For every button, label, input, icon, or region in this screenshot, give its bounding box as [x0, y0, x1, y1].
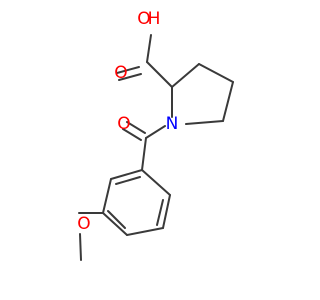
- bond-oh-c: [146, 34, 152, 63]
- bond-cbeta-cgamma: [198, 63, 234, 83]
- atom-label-hydrogen: H: [148, 9, 161, 29]
- bond-omethoxy-ch3: [79, 233, 82, 261]
- bond-ar-4-inner: [107, 210, 126, 229]
- bond-n-carbonyl: [145, 125, 166, 139]
- bond-ar-1: [141, 169, 171, 196]
- atom-label-oxygen: O: [117, 114, 130, 134]
- atom-label-oxygen: O: [77, 214, 90, 234]
- bonds: [78, 34, 234, 261]
- bond-amide-double-1: [126, 121, 146, 134]
- structure-diagram: O H O N O O: [77, 9, 234, 261]
- bond-ar-4: [102, 212, 128, 236]
- atom-label-nitrogen: N: [166, 114, 179, 134]
- molecule-canvas: O H O N O O: [77, 9, 234, 261]
- bond-cooh-calpha: [146, 61, 173, 88]
- bond-carbonyl-ring: [141, 137, 147, 171]
- bond-cooh-double-2: [118, 73, 142, 81]
- atom-label-oxygen: O: [137, 9, 150, 29]
- bond-ar-2-inner: [156, 199, 164, 226]
- bond-cooh-double-1: [116, 66, 140, 74]
- bond-calpha-cbeta: [171, 63, 200, 88]
- atom-labels: O H O N O O: [77, 9, 178, 234]
- bond-ar-5: [102, 178, 112, 214]
- bond-ar-3: [126, 227, 164, 236]
- bond-cgamma-cdelta: [222, 81, 234, 122]
- bond-ar-6: [110, 169, 143, 180]
- bond-cdelta-n: [185, 120, 224, 125]
- atom-label-oxygen: O: [114, 63, 127, 83]
- bond-amide-double-2: [122, 128, 142, 141]
- bond-ar-2: [162, 194, 171, 229]
- bond-ar-6-inner: [115, 176, 141, 185]
